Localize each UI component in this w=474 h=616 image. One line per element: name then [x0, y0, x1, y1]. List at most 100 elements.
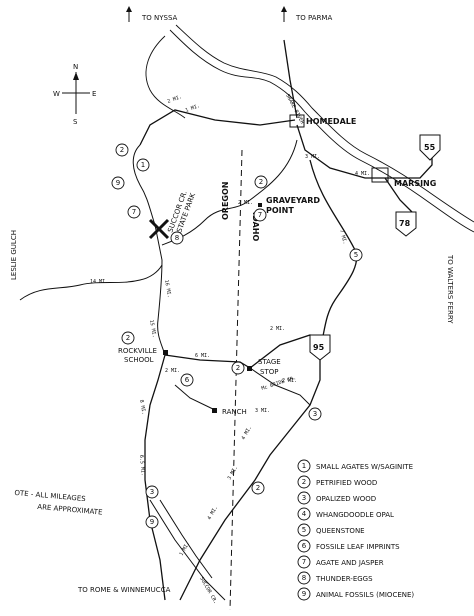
site-marker-2: 2 — [251, 481, 265, 495]
label-stage: STAGE — [258, 358, 281, 366]
svg-text:5: 5 — [302, 526, 306, 534]
svg-text:9: 9 — [302, 590, 306, 598]
highway-55-shield: 55 — [419, 134, 441, 161]
svg-text:7: 7 — [258, 211, 262, 219]
site-marker-8: 8 — [170, 231, 184, 245]
oregon-idaho-state-line — [229, 149, 243, 611]
mileage-label: 4 MI. — [207, 505, 220, 521]
mileage-label: 4 MI. — [355, 171, 370, 177]
mileage-label: 2 MI. — [238, 200, 253, 206]
svg-text:4: 4 — [302, 510, 307, 518]
svg-text:2: 2 — [126, 334, 130, 342]
legend-item: 4 WHANGDOODLE OPAL — [297, 507, 394, 521]
mileage-label: 2 MI. — [167, 94, 183, 105]
label-marsing: MARSING — [394, 179, 436, 188]
svg-text:WHANGDOODLE OPAL: WHANGDOODLE OPAL — [316, 511, 394, 519]
legend-item: 7 AGATE AND JASPER — [297, 555, 384, 569]
site-marker-2: 2 — [121, 331, 135, 345]
label-idaho: IDAHO — [251, 212, 260, 242]
svg-text:5: 5 — [354, 251, 358, 259]
compass-east: E — [92, 90, 96, 98]
compass-west: W — [53, 90, 60, 98]
rockville-school-marker — [163, 350, 168, 355]
svg-text:6: 6 — [302, 542, 307, 550]
svg-text:AGATE AND JASPER: AGATE AND JASPER — [316, 559, 384, 567]
mileage-label: 8 MI. — [138, 399, 147, 415]
svg-text:9: 9 — [116, 179, 120, 187]
svg-text:78: 78 — [399, 219, 411, 228]
label-to-walters-ferry: TO WALTERS FERRY — [446, 254, 454, 324]
label-rockville: ROCKVILLE — [118, 347, 157, 355]
ranch-marker — [212, 408, 217, 413]
svg-text:7: 7 — [132, 208, 136, 216]
label-stop: STOP — [260, 368, 278, 376]
mileage-label: 7 MI. — [338, 229, 348, 245]
site-markers: 2 1 9 7 8 2 7 5 2 2 6 3 2 3 9 — [111, 143, 363, 529]
label-to-rome-winnemucca: TO ROME & WINNEMUCCA — [77, 586, 171, 594]
svg-text:55: 55 — [424, 143, 436, 152]
mileage-label: 2 MI. — [165, 368, 180, 374]
svg-text:PETRIFIED WOOD: PETRIFIED WOOD — [316, 479, 377, 487]
svg-text:1: 1 — [302, 462, 306, 470]
svg-text:OPALIZED WOOD: OPALIZED WOOD — [316, 495, 376, 503]
label-point: POINT — [266, 206, 294, 215]
mileage-labels: 2 MI. 1 MI. 3 MI. 4 MI. 7 MI. 2 MI. 1 4 M… — [90, 94, 370, 557]
mileage-label: 1 MI. — [185, 103, 201, 114]
mileage-label: 6.5 MI. — [138, 455, 146, 477]
svg-text:QUEENSTONE: QUEENSTONE — [316, 527, 365, 535]
stage-stop-marker — [247, 366, 252, 371]
homedale-marker — [289, 114, 305, 128]
mileage-label: 6 MI. — [195, 353, 210, 359]
mileage-note: OTE - ALL MILEAGES ARE APPROXIMATE — [14, 489, 103, 517]
legend-item: 1 SMALL AGATES W/SAGINITE — [297, 459, 413, 473]
site-marker-5: 5 — [349, 248, 363, 262]
svg-text:8: 8 — [302, 574, 306, 582]
label-to-nyssa: TO NYSSA — [141, 14, 178, 22]
svg-text:3: 3 — [150, 488, 154, 496]
label-to-parma: TO PARMA — [295, 14, 332, 22]
svg-text:9: 9 — [150, 518, 154, 526]
mileage-label: 16 MI. — [163, 279, 172, 298]
label-graveyard: GRAVEYARD — [266, 196, 320, 205]
site-marker-3: 3 — [145, 485, 159, 499]
highway-95-shield: 95 — [309, 334, 331, 361]
svg-text:7: 7 — [302, 558, 306, 566]
mileage-label: 15 MI. — [148, 319, 157, 338]
site-marker-2: 2 — [115, 143, 129, 157]
svg-text:ARE APPROXIMATE: ARE APPROXIMATE — [37, 503, 103, 517]
site-marker-1: 1 — [136, 158, 150, 172]
site-marker-6: 6 — [180, 373, 194, 387]
marsing-marker — [371, 167, 389, 183]
label-homedale: HOMEDALE — [306, 117, 356, 126]
graveyard-point-marker — [258, 203, 262, 207]
label-leslie-gulch: LESLIE GULCH — [10, 230, 18, 280]
svg-text:ANIMAL FOSSILS (MIOCENE): ANIMAL FOSSILS (MIOCENE) — [316, 591, 414, 599]
site-marker-2: 2 — [254, 175, 268, 189]
compass-north: N — [73, 63, 78, 71]
site-marker-2: 2 — [231, 361, 245, 375]
svg-text:2: 2 — [259, 178, 263, 186]
mileage-label: 3 MI. — [305, 154, 320, 160]
mileage-label: 2 MI. — [282, 378, 297, 384]
highway-78-shield: 78 — [395, 211, 417, 237]
svg-text:1: 1 — [141, 161, 145, 169]
mileage-label: 3 MI. — [227, 465, 240, 481]
svg-text:2: 2 — [256, 484, 260, 492]
svg-text:OTE - ALL MILEAGES: OTE - ALL MILEAGES — [14, 489, 86, 503]
compass-south: S — [73, 118, 78, 126]
compass-rose: N S E W — [53, 63, 96, 126]
svg-text:3: 3 — [313, 410, 317, 418]
legend-item: 9 ANIMAL FOSSILS (MIOCENE) — [297, 587, 414, 601]
svg-text:SMALL AGATES W/SAGINITE: SMALL AGATES W/SAGINITE — [316, 463, 413, 471]
svg-text:95: 95 — [313, 343, 325, 352]
site-marker-9: 9 — [145, 515, 159, 529]
label-ranch: RANCH — [222, 408, 247, 416]
label-oregon: OREGON — [221, 182, 230, 221]
svg-text:6: 6 — [185, 376, 190, 384]
site-marker-3: 3 — [308, 407, 322, 421]
